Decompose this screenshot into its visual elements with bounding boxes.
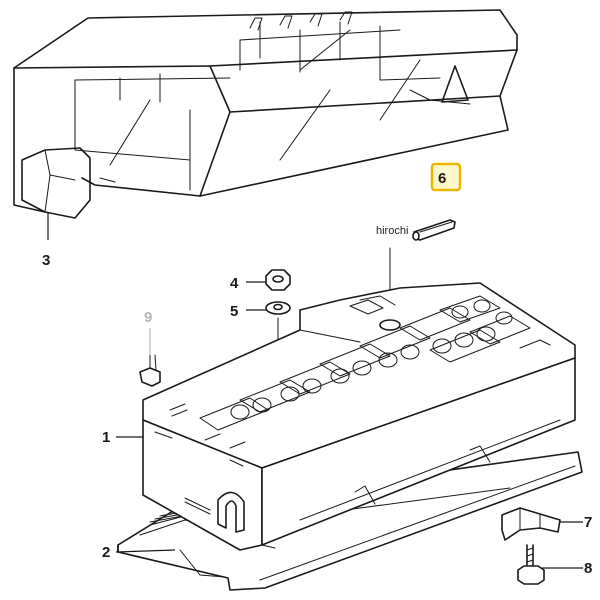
highlight-box-6 [430, 162, 462, 192]
watermark-text: hirochi [376, 225, 408, 237]
clip-part[interactable] [139, 354, 161, 387]
leader-2 [115, 549, 176, 553]
washer-part[interactable] [265, 301, 291, 315]
callout-1[interactable]: 1 [102, 429, 110, 446]
nut-part[interactable] [265, 269, 291, 291]
bracket-part[interactable] [501, 507, 561, 541]
callout-4[interactable]: 4 [230, 275, 239, 292]
callout-7[interactable]: 7 [584, 514, 592, 531]
callout-9[interactable]: 9 [144, 309, 152, 326]
callout-8[interactable]: 8 [584, 560, 592, 577]
callout-2[interactable]: 2 [102, 544, 110, 561]
cover-part[interactable] [13, 9, 518, 219]
fuse-box-part[interactable] [142, 282, 576, 551]
fuse-part[interactable] [412, 219, 456, 241]
fuse-rows [169, 295, 551, 449]
screw-part[interactable] [517, 544, 545, 585]
callout-5[interactable]: 5 [230, 303, 238, 320]
callout-6[interactable]: 6 [438, 170, 446, 187]
callout-3[interactable]: 3 [42, 252, 50, 269]
